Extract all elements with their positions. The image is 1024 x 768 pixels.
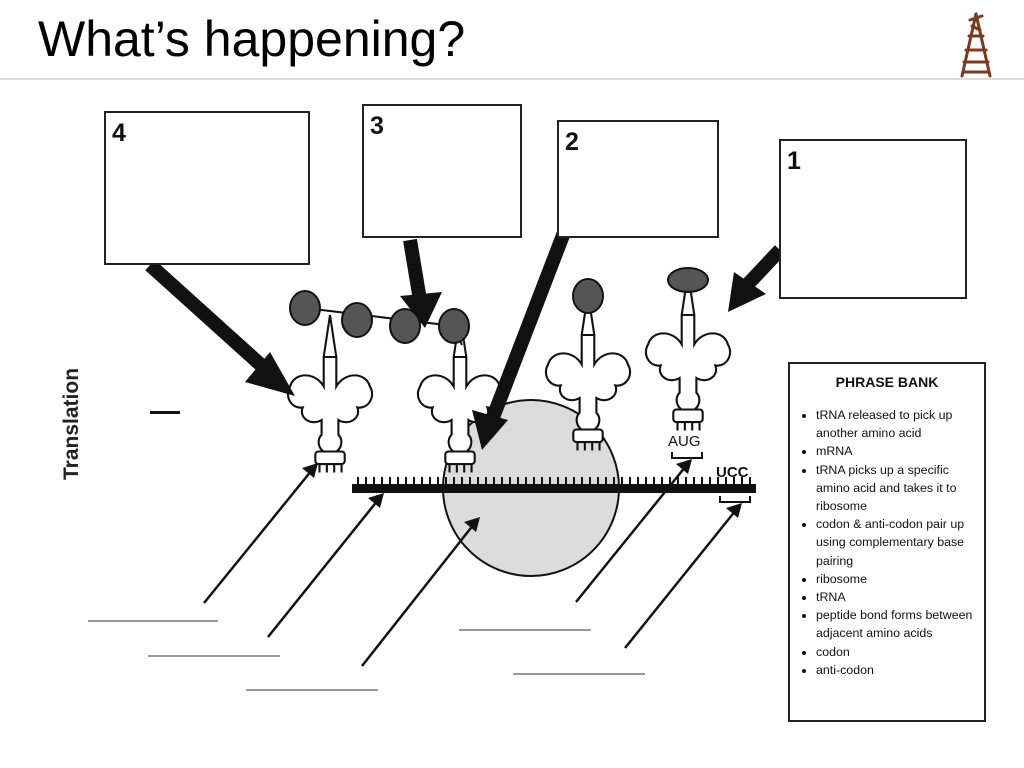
phrase-bank: PHRASE BANK tRNA released to pick up ano… <box>788 362 986 722</box>
blank-arrows <box>203 459 742 667</box>
phrase-item: tRNA <box>816 588 978 606</box>
phrase-item: ribosome <box>816 570 978 588</box>
dna-ladder-logo <box>960 12 992 78</box>
aug-bracket <box>671 452 703 459</box>
label-box-3[interactable]: 3 <box>362 104 522 238</box>
dash-mark <box>150 411 180 414</box>
label-box-2[interactable]: 2 <box>557 120 719 238</box>
phrase-bank-title: PHRASE BANK <box>835 374 939 390</box>
amino-acid <box>389 308 421 344</box>
label-box-4[interactable]: 4 <box>104 111 310 265</box>
page-title: What’s happening? <box>38 11 466 67</box>
phrase-item: anti-codon <box>816 661 978 679</box>
amino-acid <box>289 290 321 326</box>
answer-blanks <box>88 620 645 691</box>
phrase-item: mRNA <box>816 442 978 460</box>
polypeptide-chain <box>289 290 470 346</box>
phrase-item: codon <box>816 643 978 661</box>
phrase-list: tRNA released to pick up another amino a… <box>790 406 984 679</box>
box-number: 1 <box>787 147 801 175</box>
amino-acid <box>438 308 470 344</box>
label-box-1[interactable]: 1 <box>779 139 967 299</box>
amino-acid-leaving <box>572 278 604 314</box>
amino-acid-incoming <box>667 267 709 293</box>
box-arrows <box>145 227 786 450</box>
trna-incoming <box>644 271 732 432</box>
phrase-item: peptide bond forms between adjacent amin… <box>816 606 978 642</box>
box-number: 4 <box>112 119 126 147</box>
phrase-item: codon & anti-codon pair up using complem… <box>816 515 978 570</box>
trna-left <box>286 313 374 474</box>
amino-acid <box>341 302 373 338</box>
aug-codon-label: AUG <box>668 433 701 450</box>
box-number: 2 <box>565 128 579 156</box>
mrna-strand <box>352 477 756 493</box>
phrase-item: tRNA released to pick up another amino a… <box>816 406 978 442</box>
header-divider <box>0 78 1024 80</box>
ucc-codon-label: UCC <box>716 464 749 481</box>
ucc-bracket <box>719 496 751 503</box>
box-number: 3 <box>370 112 384 140</box>
phrase-item: tRNA picks up a specific amino acid and … <box>816 461 978 516</box>
